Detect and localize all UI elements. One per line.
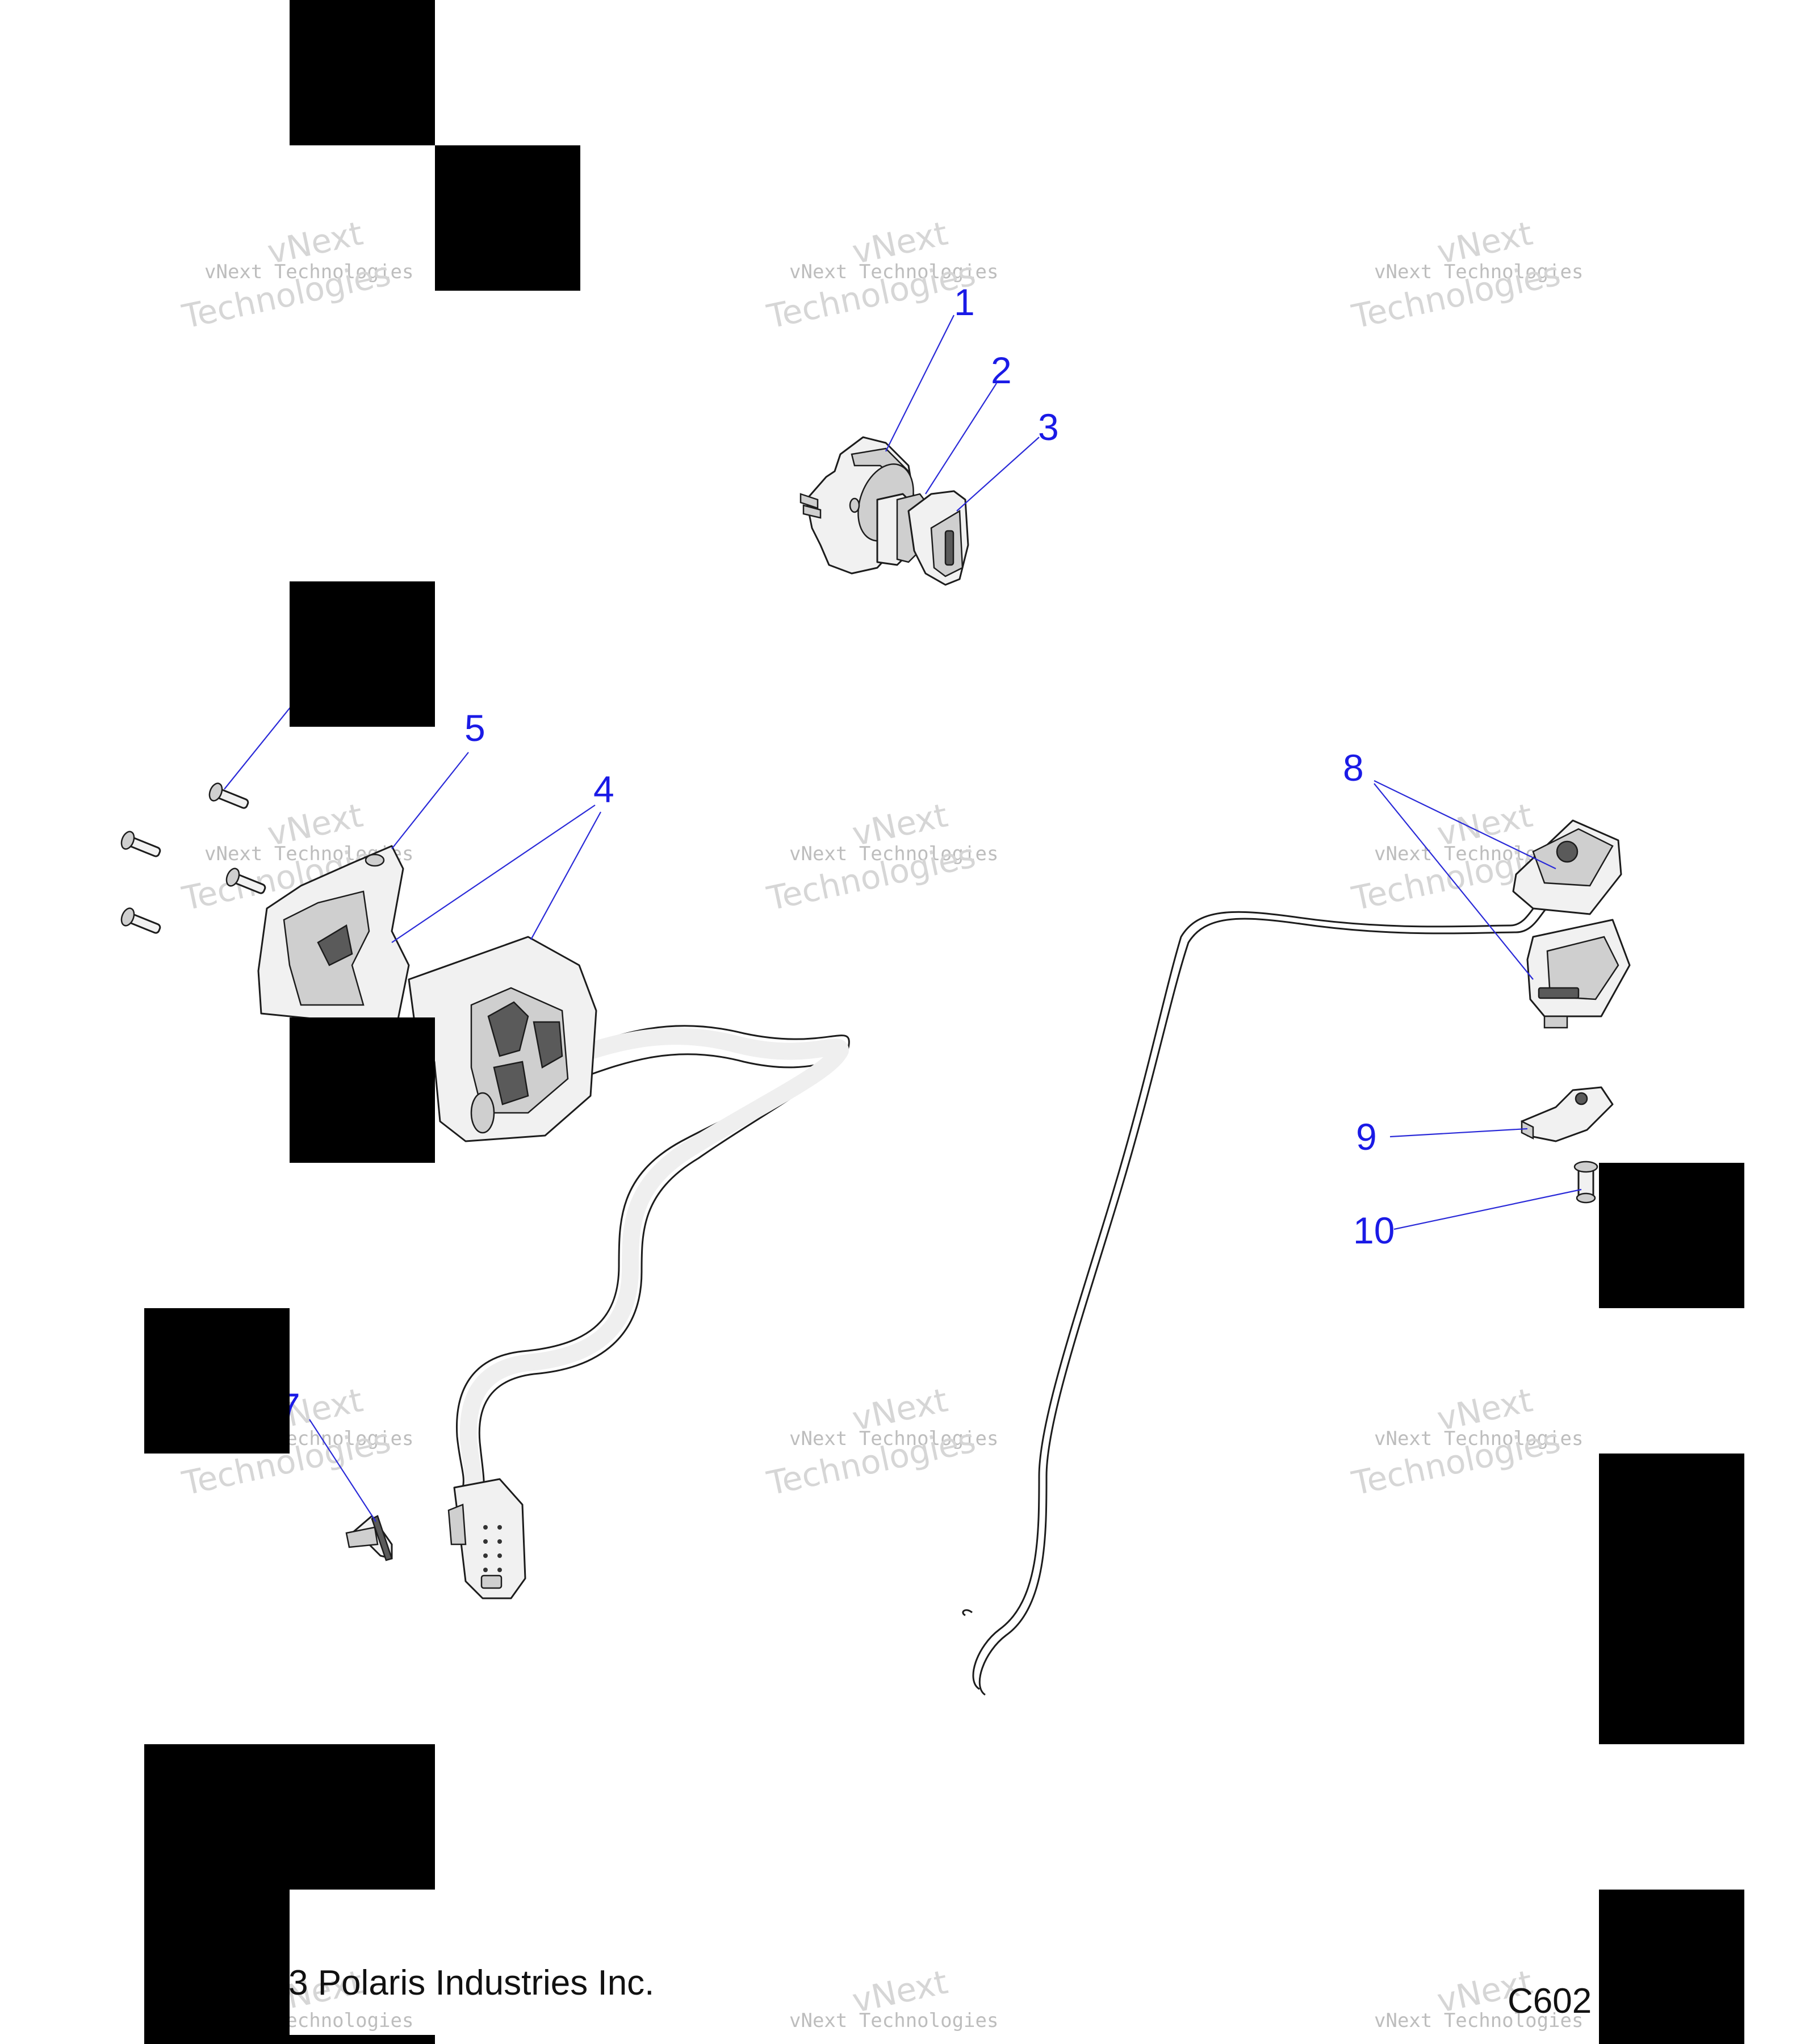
redaction-block (144, 1744, 435, 1890)
watermark: vNext vNext Technologies Technologies (1348, 214, 1583, 337)
leader-1 (885, 315, 954, 452)
svg-text:vNext Technologies: vNext Technologies (789, 261, 998, 283)
leader-5 (391, 752, 469, 849)
screw (120, 907, 161, 934)
watermark: vNext vNext Technologies Technologies (1348, 1381, 1583, 1503)
redaction-blocks (144, 0, 1744, 2044)
svg-text:vNext Technologies: vNext Technologies (1374, 261, 1583, 283)
redaction-block (144, 1308, 290, 1454)
watermark: vNext vNext Technologies Technologies (763, 796, 998, 919)
mount-bracket (1521, 1086, 1614, 1142)
switch-housing-assembly (408, 936, 850, 1599)
power-port-assembly (962, 819, 1631, 1696)
callout-2: 2 (991, 349, 1012, 391)
redaction-block (290, 2035, 435, 2044)
leader-7 (309, 1419, 376, 1522)
callout-5: 5 (464, 707, 485, 749)
leader-3 (956, 437, 1040, 512)
switch-housing-cover (257, 845, 410, 1023)
push-clip (345, 1515, 393, 1561)
leader-4b (530, 811, 601, 940)
screw (120, 831, 161, 857)
svg-text:vNext Technologies: vNext Technologies (204, 261, 413, 283)
bracket-screw (1573, 1161, 1598, 1204)
screw (225, 868, 266, 894)
svg-text:vNext Technologies: vNext Technologies (789, 1427, 998, 1450)
watermark: vNext vNext Technologies Technologies (763, 1381, 998, 1503)
callout-1: 1 (954, 281, 975, 323)
callout-4: 4 (593, 768, 614, 810)
svg-text:vNext Technologies: vNext Technologies (789, 843, 998, 865)
drawing-code: C602 (1508, 1982, 1592, 2021)
callout-8: 8 (1343, 747, 1364, 789)
leader-6 (224, 701, 296, 790)
leader-9 (1389, 1128, 1528, 1138)
watermark: vNext vNext Technologies Technologies (763, 214, 998, 337)
svg-text:vNext Technologies: vNext Technologies (789, 2009, 998, 2032)
callout-9: 9 (1356, 1116, 1377, 1158)
ignition-switch-assembly (799, 436, 969, 586)
leader-8b (1374, 783, 1534, 980)
leader-lines (224, 315, 1582, 1522)
svg-text:vNext Technologies: vNext Technologies (1374, 2009, 1583, 2032)
callout-10: 10 (1353, 1209, 1395, 1251)
leader-2 (925, 383, 997, 495)
screw (208, 782, 249, 809)
watermark: vNext vNext Technologies (1374, 1963, 1583, 2032)
callouts: 1 2 3 4 5 7 8 9 10 (279, 281, 1395, 1427)
redaction-block (144, 1890, 290, 2044)
watermark: vNext vNext Technologies (789, 1963, 998, 2032)
redaction-block (1599, 1890, 1744, 2044)
redaction-block (290, 581, 435, 727)
redaction-block (290, 1017, 435, 1163)
svg-text:vNext Technologies: vNext Technologies (1374, 1427, 1583, 1450)
leader-8a (1374, 780, 1556, 869)
callout-3: 3 (1038, 406, 1059, 448)
redaction-block (1599, 1163, 1744, 1308)
redaction-block (435, 145, 580, 291)
screws (120, 782, 266, 934)
leader-10 (1393, 1188, 1582, 1230)
redaction-block (290, 0, 435, 145)
watermark: vNext vNext Technologies Technologies (178, 214, 413, 337)
redaction-block (1599, 1454, 1744, 1744)
leader-4a (391, 805, 596, 943)
copyright-text: 3 Polaris Industries Inc. (288, 1963, 654, 2003)
